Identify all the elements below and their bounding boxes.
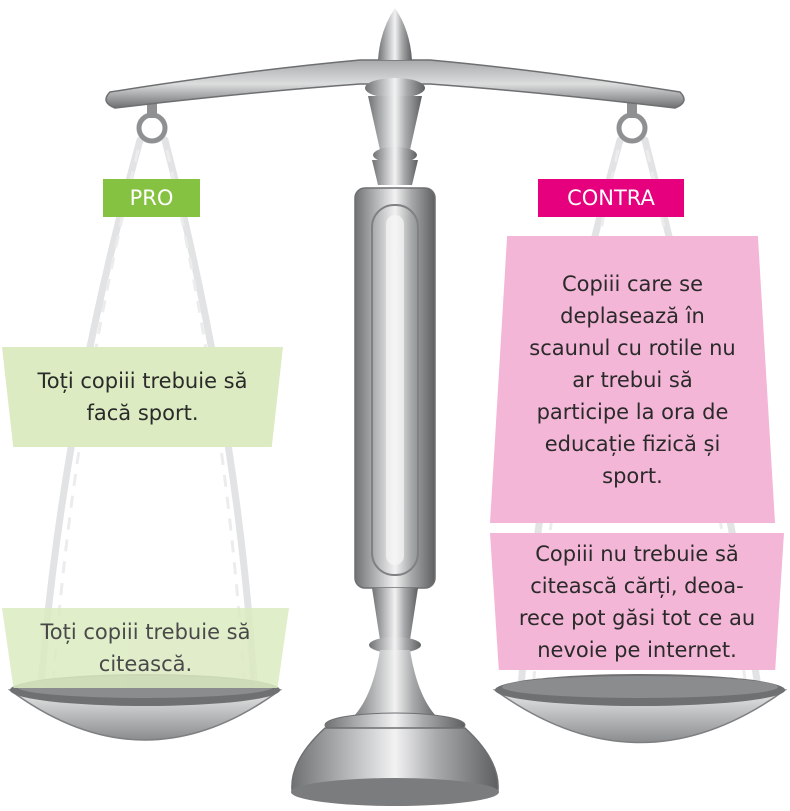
pro-label: PRO — [103, 179, 200, 217]
pro-argument-1: Toți copiii trebuie să facă sport. — [2, 347, 283, 447]
pro-argument-1-text: Toți copiii trebuie să facă sport. — [37, 369, 248, 425]
contra-argument-1-text: Copiii care se deplasează în scaunul cu … — [529, 271, 736, 488]
pro-argument-2: Toți copiii trebuie să citească. — [2, 608, 289, 688]
contra-argument-1: Copiii care se deplasează în scaunul cu … — [490, 236, 775, 523]
contra-argument-2-text: Copiii nu trebuie să citească cărți, deo… — [518, 541, 756, 662]
pro-argument-2-text: Toți copiii trebuie să citească. — [40, 620, 251, 676]
contra-label: CONTRA — [538, 179, 684, 217]
contra-argument-2: Copiii nu trebuie să citească cărți, deo… — [490, 533, 784, 670]
